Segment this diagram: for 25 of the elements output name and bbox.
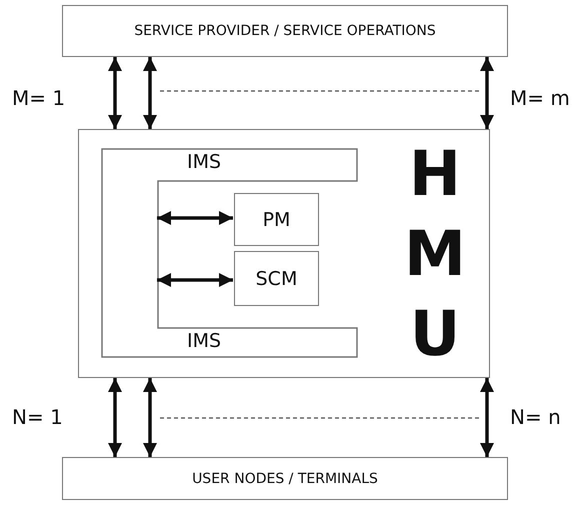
multiplicity-label: M= 1: [12, 86, 66, 110]
double-arrow: [480, 57, 494, 129]
user-nodes-box: [62, 457, 508, 500]
pm-box: [234, 193, 319, 246]
hmu-label: H M U: [403, 136, 467, 372]
ims-label: IMS: [187, 151, 222, 173]
ims-label: IMS: [187, 330, 222, 352]
double-arrow: [157, 273, 233, 287]
hmu-box: [78, 129, 490, 378]
double-arrow: [108, 378, 122, 457]
multiplicity-label: M= m: [510, 86, 570, 110]
module-label: PM: [262, 208, 292, 230]
double-arrow: [108, 57, 122, 129]
multiplicity-label: N= n: [510, 405, 561, 429]
service-provider-box: [62, 5, 508, 57]
box-label: SERVICE PROVIDER / SERVICE OPERATIONS: [133, 23, 437, 39]
multiplicity-label: N= 1: [12, 405, 63, 429]
scm-box: [234, 251, 319, 306]
double-arrow: [143, 57, 157, 129]
double-arrow: [143, 378, 157, 457]
double-arrow: [480, 378, 494, 457]
ims-frame: [101, 148, 358, 358]
box-label: USER NODES / TERMINALS: [191, 470, 379, 486]
module-label: SCM: [254, 268, 298, 290]
double-arrow: [157, 211, 233, 225]
